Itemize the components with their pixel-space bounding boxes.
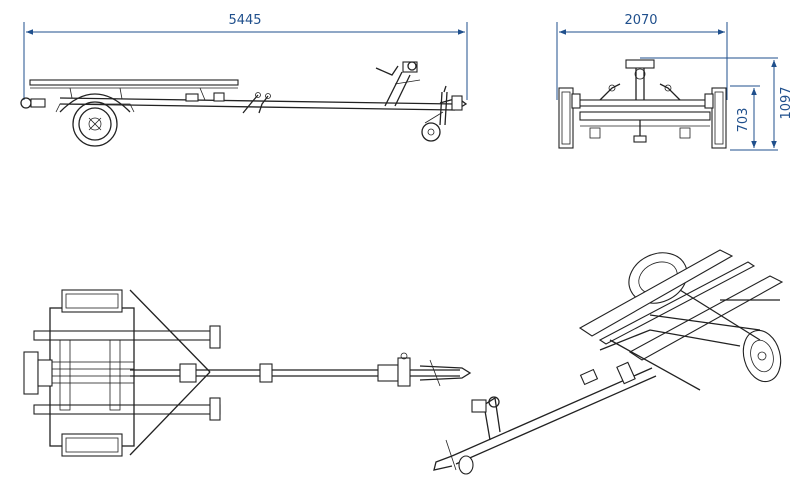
width-label: 2070 <box>624 13 657 28</box>
length-dimension: 5445 <box>23 13 468 100</box>
rear-wheel-right <box>704 87 727 149</box>
rear-wheel-left <box>558 87 581 149</box>
top-view <box>23 289 472 457</box>
height-total-label: 1097 <box>779 86 794 119</box>
side-wheel <box>72 101 118 147</box>
height-dimensions: 1097 703 <box>640 57 794 151</box>
iso-wheel-front <box>742 329 782 383</box>
side-view: 5445 <box>20 13 468 147</box>
width-dimension: 2070 <box>556 13 728 100</box>
side-coupler <box>439 85 468 126</box>
isometric-view <box>433 249 784 475</box>
rear-view: 2070 1097 703 <box>556 13 794 151</box>
height-frame-label: 703 <box>736 108 751 133</box>
winch-post <box>375 61 421 107</box>
length-label: 5445 <box>228 13 261 28</box>
